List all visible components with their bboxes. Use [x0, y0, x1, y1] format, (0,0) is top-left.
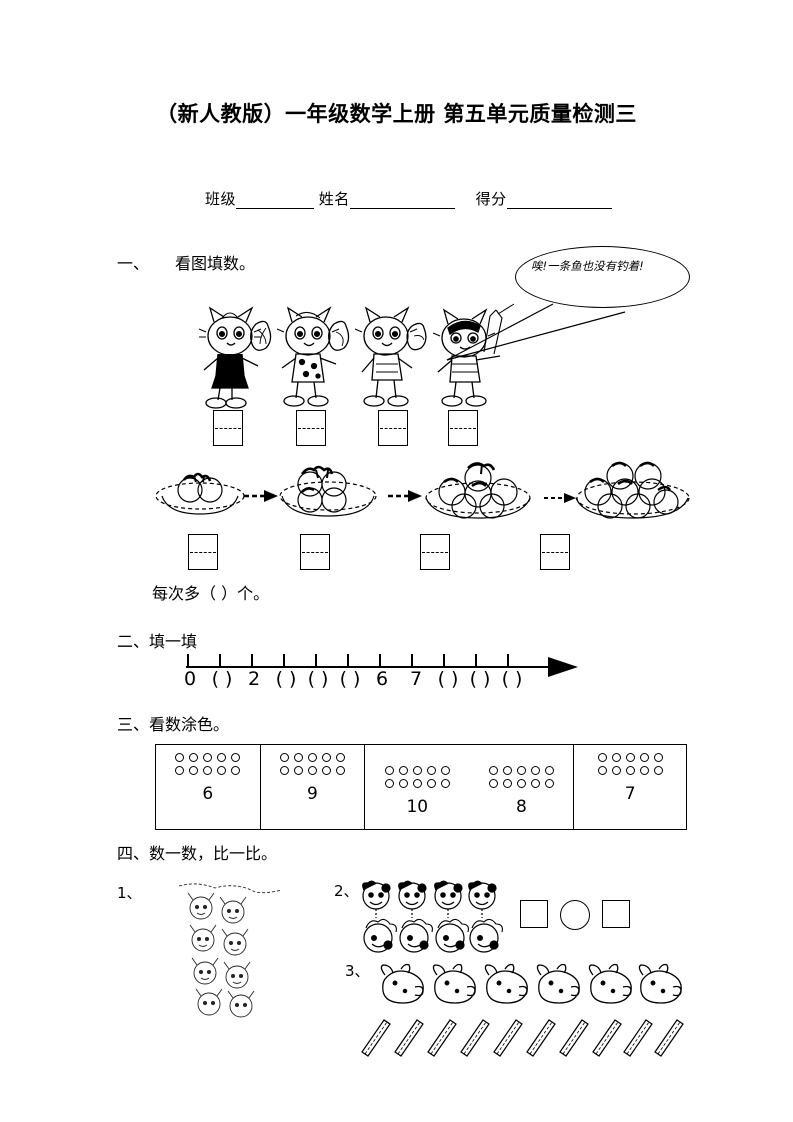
- circle-grid[interactable]: [173, 751, 243, 777]
- number-line-label[interactable]: ( ): [469, 668, 491, 690]
- item-3-label: 3、: [345, 962, 370, 980]
- student-info-line: 班级 姓名 得分: [205, 188, 612, 209]
- cat-figure-with-rod: [432, 302, 515, 410]
- circle-grid[interactable]: [595, 751, 665, 777]
- number-line-label[interactable]: ( ): [211, 668, 233, 690]
- number-line-labels: 0 ( ) 2 ( ) ( ) ( ) 6 7 ( ) ( ) ( ): [183, 668, 586, 698]
- fruit-basket: [150, 462, 250, 526]
- cat-figure: [354, 302, 434, 410]
- cat-figures-row: [198, 302, 515, 410]
- page-title: （新人教版）一年级数学上册 第五单元质量检测三: [156, 102, 637, 126]
- section-2-number: 二、: [117, 632, 150, 651]
- number-line-label: 7: [409, 668, 423, 690]
- speech-bubble-tail: [446, 303, 626, 361]
- answer-box[interactable]: [448, 410, 478, 446]
- section-4-number: 四、: [117, 844, 150, 863]
- section-1-text: 看图填数。: [175, 254, 256, 273]
- answer-box[interactable]: [213, 410, 243, 446]
- speech-bubble-outline: [515, 246, 690, 308]
- fruit-basket: [570, 461, 696, 526]
- name-label: 姓名: [318, 190, 350, 208]
- section-4-heading: 四、数一数，比一比。: [117, 840, 277, 864]
- cell-number: 8: [515, 796, 527, 817]
- comparison-square-left[interactable]: [520, 900, 548, 928]
- answer-box[interactable]: [188, 534, 218, 570]
- cat-figure: [198, 302, 278, 410]
- cell-number: 7: [624, 784, 636, 804]
- cat-figure: [276, 302, 356, 410]
- circle-grid[interactable]: [486, 764, 556, 790]
- cell-number: 6: [202, 784, 214, 804]
- cell-number: 9: [306, 784, 318, 804]
- table-cell[interactable]: 7: [574, 745, 686, 829]
- answer-box[interactable]: [300, 534, 330, 570]
- number-line-label[interactable]: ( ): [307, 668, 329, 690]
- color-counting-table: 6 9 10: [155, 744, 687, 830]
- class-label: 班级: [205, 190, 237, 208]
- speech-bubble-group: 唉!一条鱼也没有钓着!: [446, 246, 705, 366]
- answer-box[interactable]: [420, 534, 450, 570]
- section-3-text: 看数涂色。: [149, 715, 230, 734]
- comparison-circle[interactable]: [560, 900, 590, 930]
- section-2-heading: 二、填一填: [117, 628, 197, 652]
- comparison-square-right[interactable]: [602, 900, 630, 928]
- score-label: 得分: [475, 190, 507, 208]
- followup-question: 每次多（ ）个。: [152, 584, 270, 603]
- name-blank[interactable]: [349, 194, 455, 209]
- number-line-label: 0: [183, 668, 197, 690]
- cell-number: 10: [406, 796, 429, 817]
- table-cell[interactable]: 9: [261, 745, 366, 829]
- arrow-icon: [244, 490, 278, 502]
- number-line-label[interactable]: ( ): [501, 668, 523, 690]
- animal-cluster-figure: [175, 878, 285, 1018]
- answer-box[interactable]: [296, 410, 326, 446]
- section-3-heading: 三、看数涂色。: [117, 711, 229, 735]
- pig-heads-row: [375, 963, 685, 1007]
- number-line-label[interactable]: ( ): [339, 668, 361, 690]
- answer-box[interactable]: [540, 534, 570, 570]
- circle-grid[interactable]: [277, 751, 347, 777]
- sticks-row: [358, 1012, 688, 1062]
- item-1-label: 1、: [117, 884, 142, 902]
- number-line-label[interactable]: ( ): [437, 668, 459, 690]
- number-line-label: 6: [375, 668, 389, 690]
- number-line-label[interactable]: ( ): [275, 668, 297, 690]
- section-2-text: 填一填: [149, 632, 198, 651]
- number-line: 0 ( ) 2 ( ) ( ) ( ) 6 7 ( ) ( ) ( ): [183, 648, 586, 703]
- section-4-text: 数一数，比一比。: [149, 844, 278, 863]
- number-line-label: 2: [247, 668, 261, 690]
- item-2-label: 2、: [334, 882, 359, 900]
- arrow-icon: [544, 493, 576, 503]
- spotted-animals-grid: [360, 880, 505, 954]
- table-cell[interactable]: 6: [156, 745, 261, 829]
- fruit-basket: [272, 462, 384, 526]
- speech-bubble-text: 唉!一条鱼也没有钓着!: [531, 259, 644, 273]
- comparison-shapes: [520, 900, 630, 932]
- section-1-number: 一、: [117, 254, 150, 273]
- score-blank[interactable]: [506, 194, 612, 209]
- section-3-number: 三、: [117, 715, 150, 734]
- class-blank[interactable]: [236, 194, 315, 209]
- fruit-basket: [418, 462, 538, 526]
- section-1-heading: 一、 看图填数。: [117, 250, 255, 274]
- fruit-baskets-row: [150, 461, 690, 528]
- arrow-icon: [388, 490, 422, 502]
- circle-grid[interactable]: [382, 764, 452, 790]
- table-cell-merged[interactable]: 10 8: [365, 745, 575, 829]
- number-line-axis: [186, 654, 578, 677]
- answer-box[interactable]: [378, 410, 408, 446]
